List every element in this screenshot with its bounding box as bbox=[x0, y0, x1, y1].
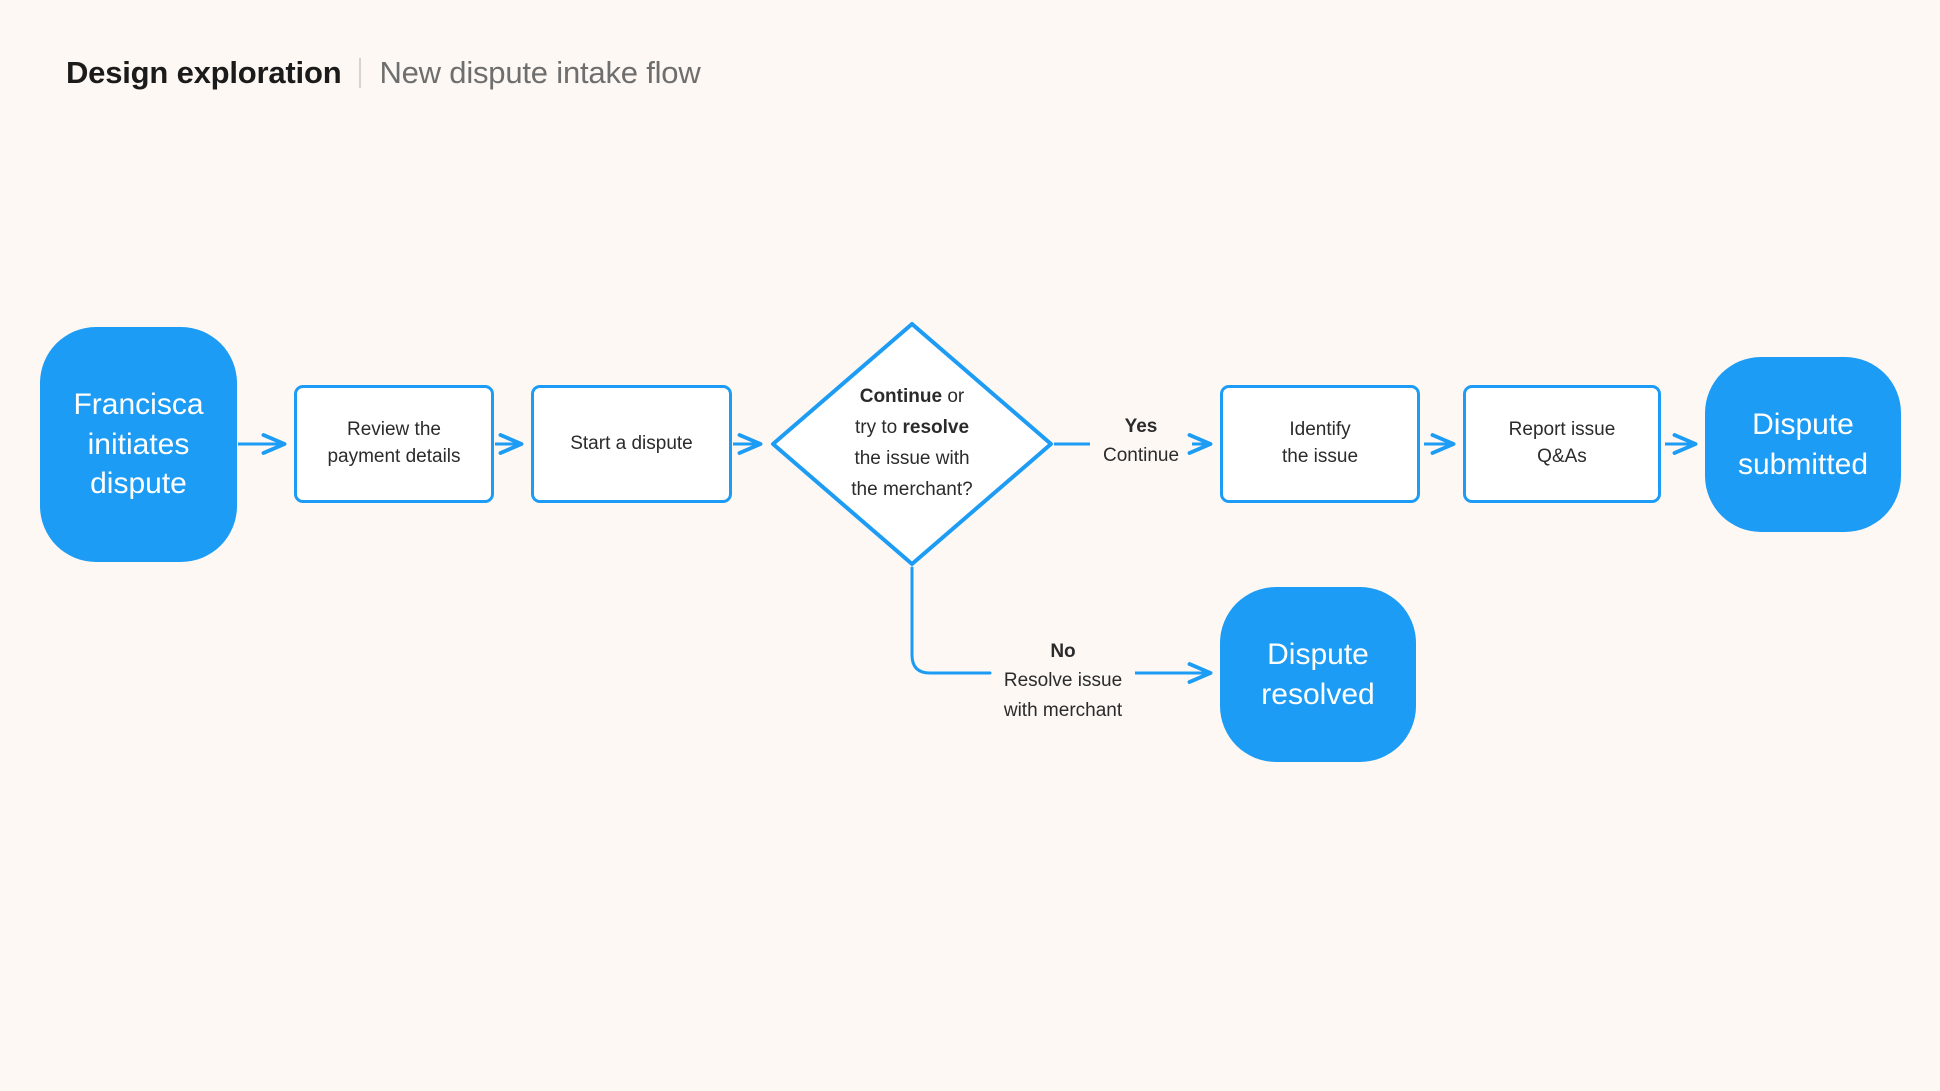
node-start-line2: initiates bbox=[87, 427, 190, 461]
edge-decision-no-elbow bbox=[910, 566, 992, 675]
node-review-label: Review the payment details bbox=[327, 417, 460, 471]
node-resolved-label: Dispute resolved bbox=[1261, 635, 1374, 715]
node-review-line1: Review the bbox=[346, 419, 441, 441]
node-start-line1: Francisca bbox=[73, 387, 204, 421]
node-report-line2: Q&As bbox=[1537, 446, 1587, 467]
node-report-issue-qas[interactable]: Report issue Q&As bbox=[1463, 385, 1661, 503]
node-start-a-dispute[interactable]: Start a dispute bbox=[531, 385, 732, 503]
edge-label-no: No Resolve issue with merchant bbox=[993, 637, 1133, 725]
page-title: Design exploration bbox=[66, 55, 342, 90]
header-separator bbox=[359, 58, 362, 88]
edge-label-no-detail2: with merchant bbox=[1003, 699, 1123, 721]
node-start-dispute-line1: Start a dispute bbox=[570, 432, 693, 454]
node-dispute-submitted[interactable]: Dispute submitted bbox=[1705, 357, 1901, 532]
node-submitted-line1: Dispute bbox=[1752, 407, 1854, 441]
edge-label-yes-lead: Yes bbox=[1124, 416, 1158, 437]
node-report-label: Report issue Q&As bbox=[1509, 417, 1616, 471]
page-header: Design exploration New dispute intake fl… bbox=[66, 55, 701, 91]
edge-label-no-lead: No bbox=[1050, 641, 1076, 662]
node-identify-the-issue[interactable]: Identify the issue bbox=[1220, 385, 1420, 503]
node-submitted-line2: submitted bbox=[1737, 447, 1869, 481]
node-report-line1: Report issue bbox=[1508, 419, 1616, 441]
node-identify-line1: Identify bbox=[1289, 419, 1351, 441]
node-start-label: Francisca initiates dispute bbox=[73, 385, 203, 505]
decision-line4: the merchant? bbox=[851, 478, 973, 500]
node-review-line2: payment details bbox=[327, 446, 461, 467]
node-identify-label: Identify the issue bbox=[1282, 417, 1358, 471]
decision-line3: the issue with bbox=[854, 448, 970, 469]
node-start-francisca-initiates-dispute[interactable]: Francisca initiates dispute bbox=[40, 327, 237, 562]
diamond-shape bbox=[771, 322, 1053, 566]
decision-line2: try to resolve bbox=[812, 413, 1012, 444]
decision-line1: Continue or bbox=[812, 382, 1012, 413]
node-dispute-resolved[interactable]: Dispute resolved bbox=[1220, 587, 1416, 762]
node-start-line3: dispute bbox=[90, 467, 187, 501]
edge-label-yes: Yes Continue bbox=[1090, 412, 1192, 471]
edge-label-no-detail1: Resolve issue bbox=[1003, 670, 1123, 692]
node-resolved-line2: resolved bbox=[1261, 677, 1375, 711]
decision-plain-tryto: try to bbox=[854, 417, 903, 439]
node-resolved-line1: Dispute bbox=[1267, 637, 1369, 671]
node-review-payment-details[interactable]: Review the payment details bbox=[294, 385, 494, 503]
decision-plain-or: or bbox=[942, 386, 965, 408]
decision-bold-resolve: resolve bbox=[902, 417, 970, 439]
page-subtitle: New dispute intake flow bbox=[379, 55, 701, 90]
node-identify-line2: the issue bbox=[1281, 446, 1359, 467]
node-submitted-label: Dispute submitted bbox=[1738, 405, 1868, 485]
node-decision-continue-or-resolve[interactable]: Continue or try to resolve the issue wit… bbox=[770, 321, 1054, 567]
node-start-dispute-label: Start a dispute bbox=[570, 431, 693, 458]
node-decision-label: Continue or try to resolve the issue wit… bbox=[812, 382, 1012, 505]
decision-bold-continue: Continue bbox=[859, 386, 943, 408]
edge-label-yes-detail: Continue bbox=[1102, 445, 1180, 467]
